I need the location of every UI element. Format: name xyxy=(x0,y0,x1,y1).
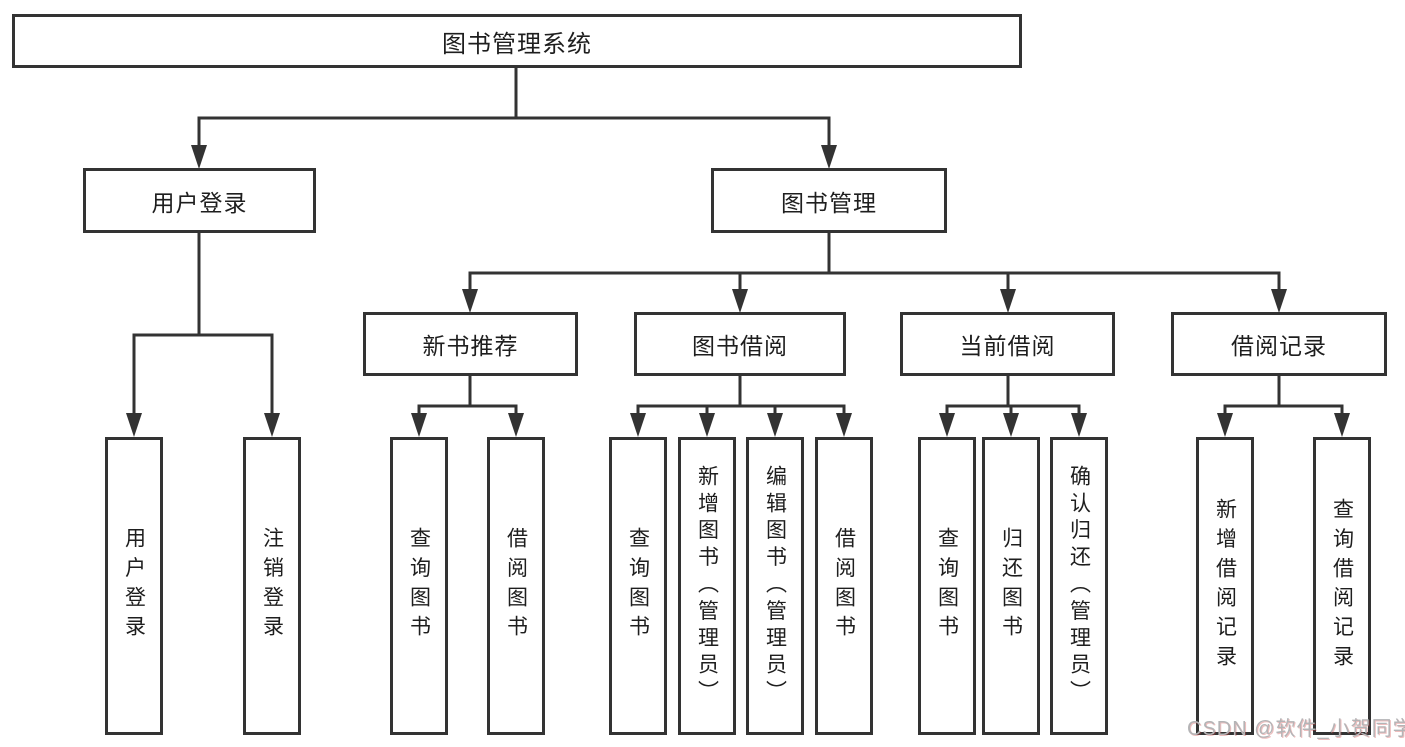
leaf-records-query-record-label: 查询借阅记录 xyxy=(1330,497,1354,675)
leaf-borrow-edit-books-admin: 编辑图书（管理员） xyxy=(746,437,804,735)
arrowhead-leaf-logout xyxy=(264,413,280,437)
leaf-current-return-books: 归还图书 xyxy=(982,437,1040,735)
node-book-management: 图书管理 xyxy=(711,168,947,233)
leaf-borrow-edit-books-admin-label: 编辑图书（管理员） xyxy=(763,465,787,707)
leaf-borrow-query-books: 查询图书 xyxy=(609,437,667,735)
node-current-borrowing: 当前借阅 xyxy=(900,312,1115,376)
leaf-current-confirm-return-admin-label: 确认归还（管理员） xyxy=(1067,465,1091,707)
node-book-borrowing-label: 图书借阅 xyxy=(692,333,788,359)
leaf-borrow-borrow-books-label: 借阅图书 xyxy=(832,527,856,645)
leaf-user-login: 用户登录 xyxy=(105,437,163,735)
arrowhead-leaf-user-login xyxy=(126,413,142,437)
arrowhead-borrowing-records xyxy=(1271,289,1287,313)
node-user-login: 用户登录 xyxy=(83,168,316,233)
leaf-current-query-books-label: 查询图书 xyxy=(935,527,959,645)
leaf-borrow-add-books-admin-label: 新增图书（管理员） xyxy=(695,465,719,707)
arrowhead-borrow-query-books xyxy=(630,413,646,437)
connector-user-login-children xyxy=(132,233,274,414)
node-book-management-label: 图书管理 xyxy=(781,189,877,216)
connector-root-to-level1 xyxy=(197,67,831,148)
arrowhead-records-query-record xyxy=(1334,413,1350,437)
leaf-borrow-borrow-books: 借阅图书 xyxy=(815,437,873,735)
node-borrowing-records: 借阅记录 xyxy=(1171,312,1387,376)
arrowhead-current-borrowing xyxy=(1000,289,1016,313)
node-borrowing-records-label: 借阅记录 xyxy=(1231,333,1327,359)
root-node: 图书管理系统 xyxy=(12,14,1022,68)
leaf-newrec-query-books-label: 查询图书 xyxy=(407,527,431,645)
arrowhead-newrec-borrow-books xyxy=(508,413,524,437)
connector-book-management-children xyxy=(468,233,1281,290)
node-book-borrowing: 图书借阅 xyxy=(634,312,846,376)
leaf-records-add-record: 新增借阅记录 xyxy=(1196,437,1254,735)
arrowhead-book-management xyxy=(821,145,837,169)
arrowhead-records-add-record xyxy=(1217,413,1233,437)
connector-new-book-recommend-children xyxy=(417,376,518,414)
leaf-current-query-books: 查询图书 xyxy=(918,437,976,735)
leaf-logout: 注销登录 xyxy=(243,437,301,735)
arrowhead-borrow-edit-books xyxy=(767,413,783,437)
leaf-current-confirm-return-admin: 确认归还（管理员） xyxy=(1050,437,1108,735)
connector-current-borrowing-children xyxy=(945,376,1081,414)
arrowhead-current-query-books xyxy=(939,413,955,437)
arrowhead-new-book-recommend xyxy=(462,289,478,313)
arrowhead-user-login xyxy=(191,145,207,169)
connector-borrowing-records-children xyxy=(1223,376,1344,414)
arrowhead-newrec-query-books xyxy=(411,413,427,437)
leaf-newrec-borrow-books: 借阅图书 xyxy=(487,437,545,735)
node-current-borrowing-label: 当前借阅 xyxy=(959,333,1056,359)
node-new-book-recommend-label: 新书推荐 xyxy=(422,333,519,359)
arrowhead-current-confirm-return xyxy=(1071,413,1087,437)
node-new-book-recommend: 新书推荐 xyxy=(363,312,578,376)
arrowhead-current-return-books xyxy=(1003,413,1019,437)
leaf-records-query-record: 查询借阅记录 xyxy=(1313,437,1371,735)
leaf-borrow-query-books-label: 查询图书 xyxy=(626,527,650,645)
root-node-label: 图书管理系统 xyxy=(442,30,592,58)
arrowhead-book-borrowing xyxy=(732,289,748,313)
leaf-records-add-record-label: 新增借阅记录 xyxy=(1213,497,1237,675)
leaf-current-return-books-label: 归还图书 xyxy=(999,527,1023,645)
leaf-newrec-query-books: 查询图书 xyxy=(390,437,448,735)
leaf-newrec-borrow-books-label: 借阅图书 xyxy=(504,527,528,645)
arrowhead-borrow-add-books xyxy=(699,413,715,437)
leaf-borrow-add-books-admin: 新增图书（管理员） xyxy=(678,437,736,735)
connector-book-borrowing-children xyxy=(636,376,846,414)
watermark-text: CSDN @软件_小贺同学 xyxy=(1187,718,1405,740)
node-user-login-label: 用户登录 xyxy=(151,189,248,216)
leaf-logout-label: 注销登录 xyxy=(260,527,284,645)
leaf-user-login-label: 用户登录 xyxy=(122,527,146,645)
arrowhead-borrow-borrow-books xyxy=(836,413,852,437)
